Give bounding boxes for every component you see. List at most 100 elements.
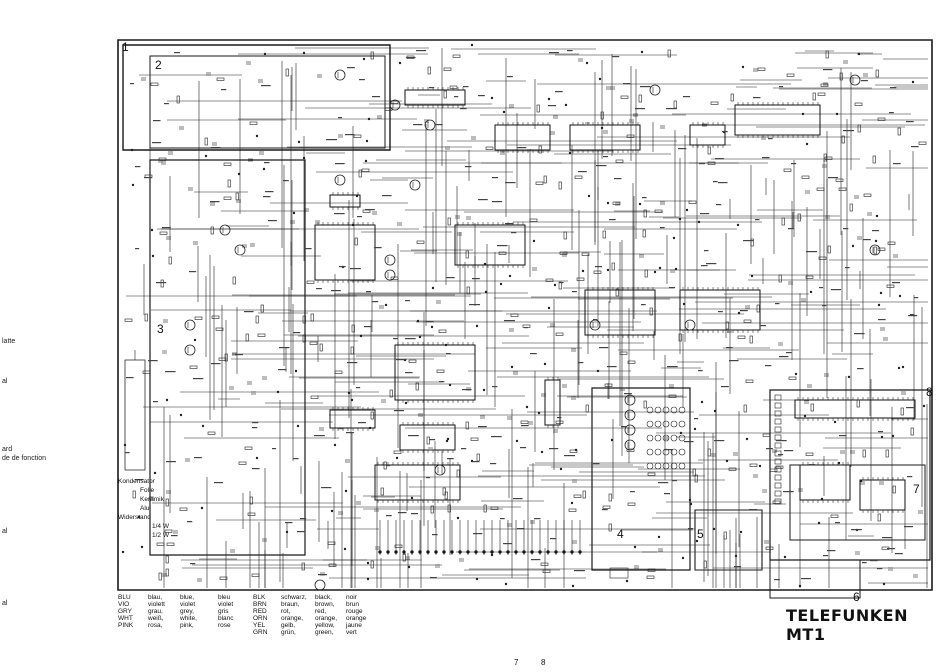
connector-pin [410,550,414,554]
resistor [302,315,306,324]
label-texture [345,134,355,136]
label-texture [788,228,795,230]
junction [837,461,841,465]
label-texture [263,196,271,198]
label-texture [863,239,871,241]
resistor [558,181,562,190]
junction [151,254,155,258]
legend-cell: VIO [118,601,130,608]
label-texture [574,570,585,572]
resistor [875,69,879,78]
junction [456,516,460,520]
label-texture [774,579,780,581]
label-texture [426,477,431,479]
resistor [818,256,827,260]
junction [351,223,355,227]
label-texture [911,146,919,148]
resistor [918,141,927,145]
legend-cell: orange, [281,615,304,622]
label-texture [299,147,310,149]
junction [783,555,787,559]
connector-pin [522,550,526,554]
junction [674,267,678,271]
label-texture [892,282,900,284]
label-texture [776,440,787,442]
label-texture [713,181,718,183]
ic-chip [734,104,821,136]
label-texture [366,291,372,293]
resistor [873,246,877,255]
resistor [350,346,354,355]
connector-pin [458,550,462,554]
junction [343,547,347,551]
label-texture [347,67,355,69]
label-texture [335,163,345,165]
label-texture [555,91,563,93]
label-texture [460,108,467,110]
junction [640,50,644,54]
connector-pin [498,550,502,554]
legend-cell: weiß, [148,615,164,622]
resistor [694,474,698,483]
junction [568,151,572,155]
side-text-3: ard [2,446,13,453]
connector-pin [774,402,782,409]
resistor [158,157,167,161]
label-texture [684,441,694,443]
transistor [624,394,636,406]
resistor [788,376,797,380]
label-texture [557,417,562,419]
led-indicator [670,406,678,414]
transistor [389,99,401,111]
label-texture [716,204,722,206]
junction [540,450,544,454]
junction [922,404,926,408]
resistor [805,452,814,456]
resistor [144,313,148,322]
label-texture [822,305,827,307]
led-indicator [654,462,662,470]
legend-cell: black, [315,594,332,601]
label-texture [517,528,525,530]
label-texture [791,163,797,165]
label-texture [895,553,903,555]
resistor [725,321,729,330]
label-texture [823,69,833,71]
resistor [353,134,362,138]
label-texture [548,105,557,107]
junction [695,539,699,543]
junction [384,303,388,307]
legend-cell: red, [315,608,327,615]
resistor [232,276,236,285]
label-texture [843,228,849,230]
resistor [490,506,499,510]
connector-pin [774,410,782,417]
label-texture [559,282,564,284]
junction [689,502,693,506]
resistor [483,504,487,513]
junction [882,582,886,586]
resistor [510,313,519,317]
label-texture [406,57,416,59]
junction [672,236,676,240]
connector-pin [426,550,430,554]
label-texture [507,76,513,78]
label-texture [211,363,221,365]
connector-pin [774,442,782,449]
connector-pin [774,426,782,433]
label-texture [740,310,748,312]
label-texture [722,131,728,133]
ic-chip [569,124,641,151]
resistor [673,100,677,109]
label-texture [364,326,372,328]
junction [758,464,762,468]
junction [559,467,563,471]
legend-cell: gris [218,608,229,615]
label-texture [211,147,221,149]
page-number-left: 7 [514,658,519,667]
legend-cell: grau, [148,608,163,615]
led-indicator [670,434,678,442]
resistor [877,247,886,251]
resistor [142,370,151,374]
junction [515,439,519,443]
